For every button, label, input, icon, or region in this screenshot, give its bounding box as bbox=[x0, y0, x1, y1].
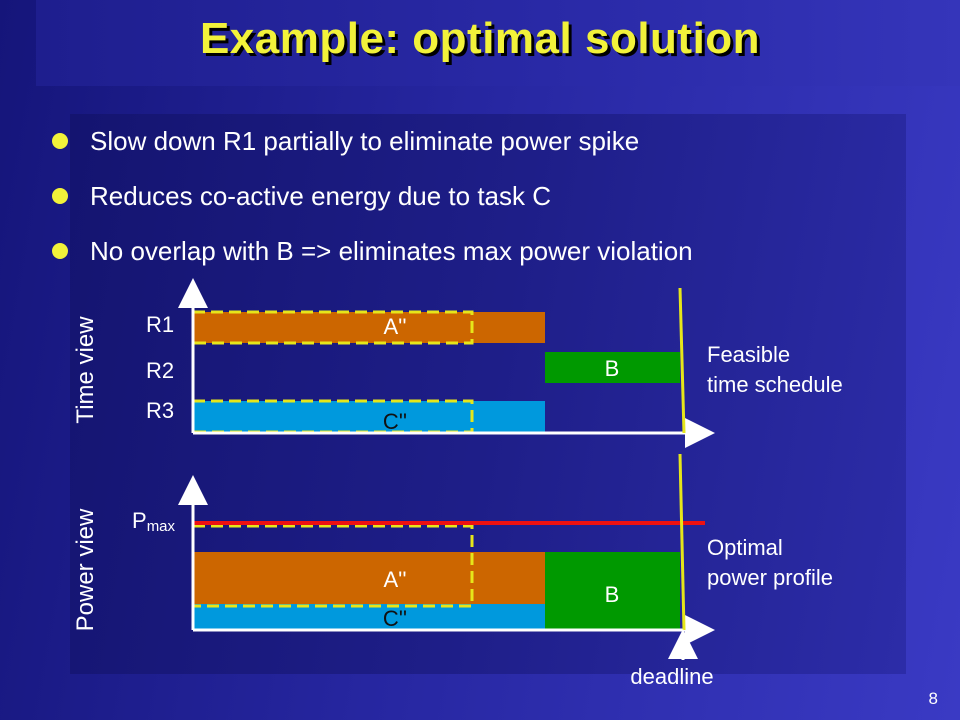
title-bar bbox=[36, 0, 960, 86]
power-task-b-label: B bbox=[605, 582, 620, 607]
task-a-label: A'' bbox=[383, 314, 406, 339]
power-view-caption-line1: Optimal bbox=[707, 535, 783, 560]
time-view-axis-label: Time view bbox=[72, 316, 99, 424]
power-task-a-label: A'' bbox=[383, 567, 406, 592]
row-label-r2: R2 bbox=[146, 358, 174, 383]
page-number: 8 bbox=[928, 689, 938, 708]
bullet-text-3: No overlap with B => eliminates max powe… bbox=[90, 236, 693, 266]
time-view-deadline-line bbox=[678, 287, 686, 434]
bullet-item-1: Slow down R1 partially to eliminate powe… bbox=[52, 126, 639, 157]
row-label-r3: R3 bbox=[146, 398, 174, 423]
slide-title: Example: optimal solution bbox=[199, 14, 761, 63]
power-view-axis-label: Power view bbox=[72, 508, 99, 631]
bullet-dot-icon bbox=[52, 243, 68, 260]
task-b-bar bbox=[545, 352, 680, 383]
bullet-dot-icon bbox=[52, 188, 68, 205]
bullet-item-3: No overlap with B => eliminates max powe… bbox=[52, 236, 693, 267]
power-task-c-block bbox=[193, 604, 545, 630]
bullet-dot-icon bbox=[52, 133, 68, 150]
time-view-caption-line2: time schedule bbox=[707, 372, 843, 397]
power-task-c-label: C'' bbox=[383, 606, 407, 631]
task-c-bar bbox=[193, 401, 545, 432]
power-task-a-block bbox=[193, 552, 545, 604]
row-label-r1: R1 bbox=[146, 312, 174, 337]
task-a-bar bbox=[193, 312, 545, 343]
power-view-deadline-line bbox=[678, 453, 686, 631]
deadline-label: deadline bbox=[630, 664, 713, 689]
time-view-caption-line1: Feasible bbox=[707, 342, 790, 367]
time-view-panel: Time view R1 R2 R3 A'' B C'' Feasible ti… bbox=[72, 278, 843, 448]
pmax-label: Pmax bbox=[132, 508, 176, 535]
task-c-label: C'' bbox=[383, 409, 407, 434]
power-view-panel: Power view Pmax A'' B C'' Optimal power … bbox=[72, 453, 833, 645]
bullet-item-2: Reduces co-active energy due to task C bbox=[52, 181, 551, 212]
power-view-caption-line2: power profile bbox=[707, 565, 833, 590]
bullet-text-2: Reduces co-active energy due to task C bbox=[90, 181, 552, 211]
bullet-text-1: Slow down R1 partially to eliminate powe… bbox=[90, 126, 640, 156]
power-task-b-block bbox=[545, 552, 680, 630]
task-b-label: B bbox=[605, 356, 620, 381]
